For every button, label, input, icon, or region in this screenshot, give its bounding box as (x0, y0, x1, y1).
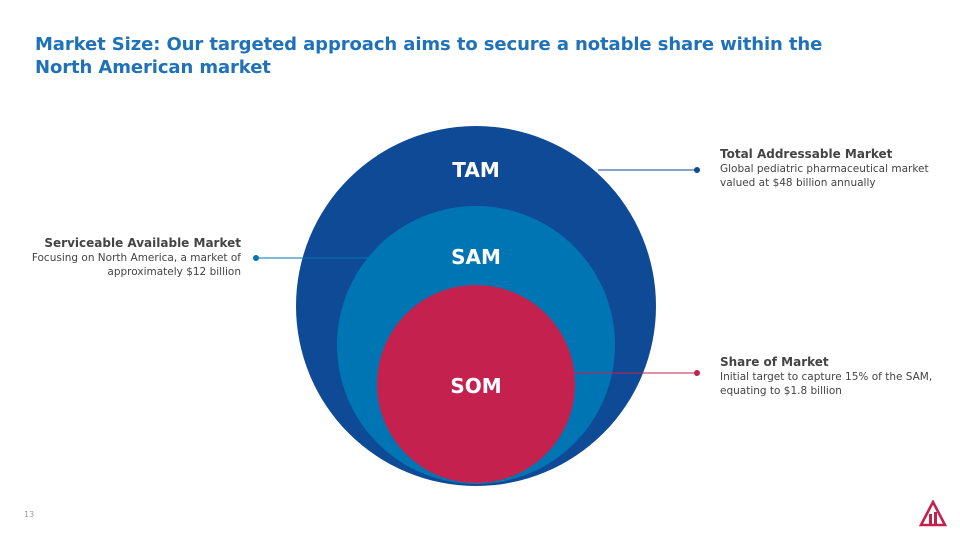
slide-title: Market Size: Our targeted approach aims … (35, 34, 823, 78)
tam-callout-title: Total Addressable Market (720, 147, 893, 161)
tam-label: TAM (452, 158, 499, 182)
sam-label: SAM (451, 245, 501, 269)
sam-leader-dot (253, 255, 259, 261)
page-number: 13 (24, 510, 35, 519)
som-callout-title: Share of Market (720, 355, 829, 369)
som-callout: Share of Market Initial target to captur… (720, 355, 940, 398)
sam-callout: Serviceable Available Market Focusing on… (30, 236, 241, 279)
tam-callout: Total Addressable Market Global pediatri… (720, 147, 940, 190)
company-logo-icon (919, 500, 947, 527)
som-leader-dot (694, 370, 700, 376)
tam-leader-dot (694, 167, 700, 173)
som-label: SOM (450, 374, 501, 398)
som-circle (377, 285, 575, 483)
sam-callout-description: Focusing on North America, a market of a… (31, 252, 241, 278)
tam-callout-description: Global pediatric pharmaceutical market v… (720, 163, 929, 189)
som-callout-description: Initial target to capture 15% of the SAM… (720, 371, 933, 397)
sam-callout-title: Serviceable Available Market (44, 236, 241, 250)
